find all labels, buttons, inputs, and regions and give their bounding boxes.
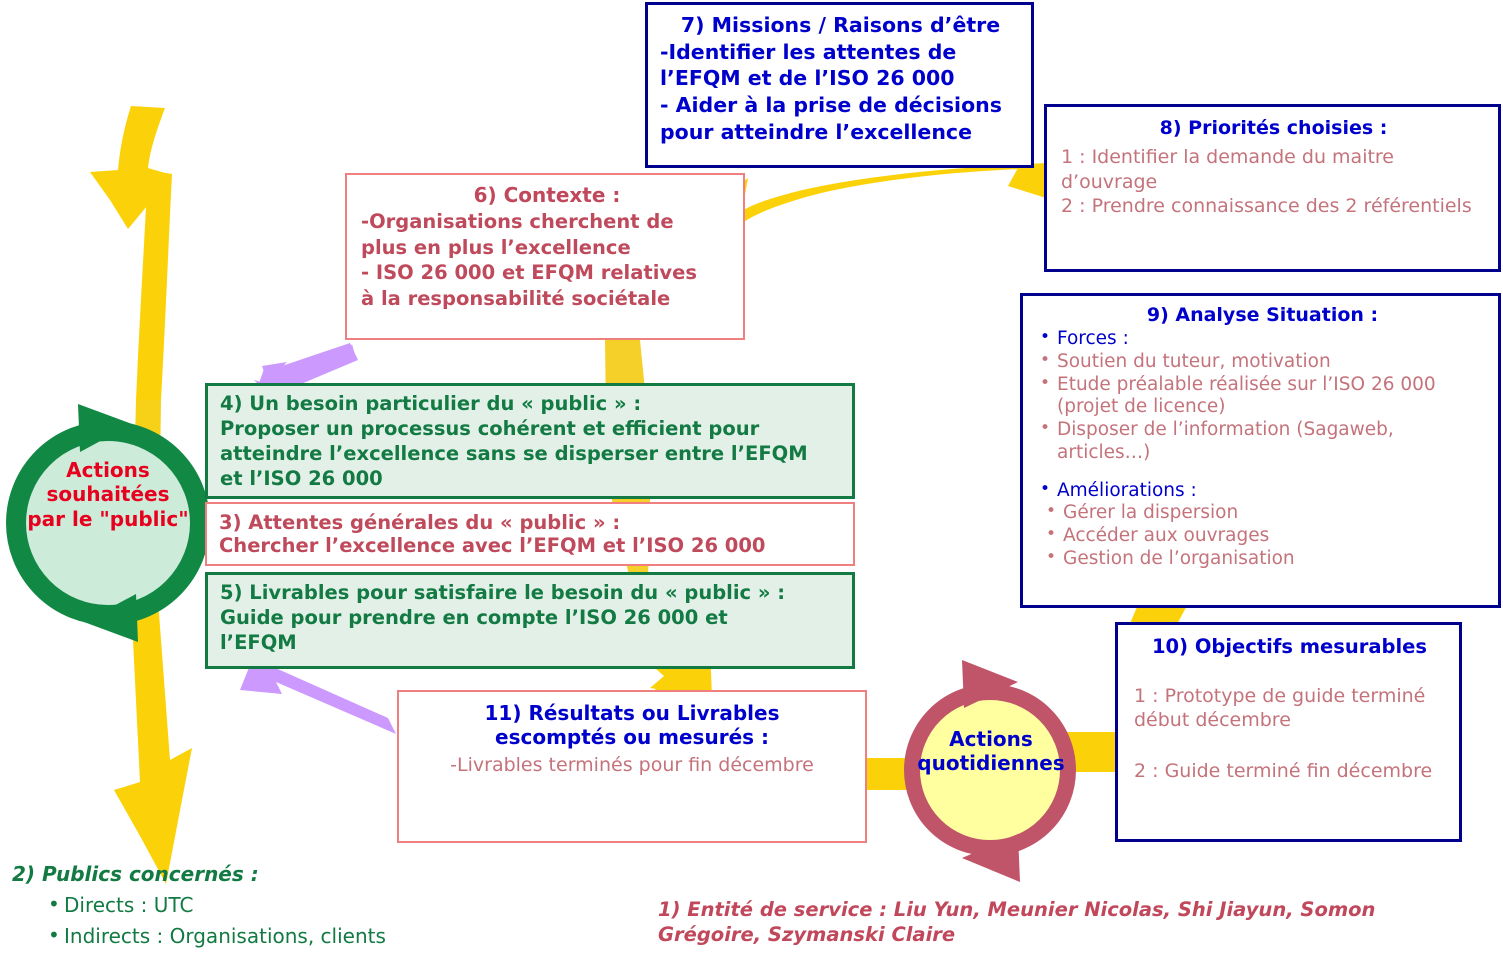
box-7-line-2: l’EFQM et de l’ISO 26 000 — [660, 66, 955, 91]
box-10-objectifs-mesurables: 10) Objectifs mesurables 1 : Prototype d… — [1115, 622, 1462, 842]
box-3-line-2: Chercher l’excellence avec l’EFQM et l’I… — [219, 534, 766, 558]
block-1-entite-de-service: 1) Entité de service : Liu Yun, Meunier … — [658, 897, 1498, 948]
circle-right-label: Actions quotidiennes — [910, 727, 1072, 776]
circle-right-arrowhead-bottom — [962, 834, 1020, 882]
box-7-missions: 7) Missions / Raisons d’être -Identifier… — [645, 2, 1034, 168]
block-1-line-1: 1) Entité de service : Liu Yun, Meunier … — [658, 898, 1376, 921]
box-11-title-line-2: escomptés ou mesurés : — [495, 724, 769, 749]
box-3-line-1: 3) Attentes générales du « public » : — [219, 511, 621, 534]
block-2-list: Directs : UTC Indirects : Organisations,… — [12, 889, 482, 952]
box-4-line-3: atteindre l’excellence sans se disperser… — [220, 441, 808, 465]
block-2-publics-concernes: 2) Publics concernés : Directs : UTC Ind… — [12, 862, 482, 952]
box-6-title: 6) Contexte : — [473, 183, 621, 207]
box-10-title: 10) Objectifs mesurables — [1151, 635, 1427, 658]
list-item: Forces : — [1037, 327, 1488, 351]
box-6-line-4: à la responsabilité sociétale — [361, 287, 671, 311]
box-3-attentes-generales: 3) Attentes générales du « public » : Ch… — [205, 502, 855, 566]
box-9-forces-list: Forces : Soutien du tuteur, motivation E… — [1037, 327, 1488, 465]
circle-left-arrowhead-top — [78, 404, 132, 452]
list-item: Disposer de l’information (Sagaweb, arti… — [1037, 418, 1488, 465]
box-8-title: 8) Priorités choisies : — [1159, 117, 1388, 139]
box-9-spacer — [1037, 465, 1488, 480]
box-10-gap-2 — [1134, 733, 1445, 759]
list-item: Améliorations : — [1037, 479, 1488, 503]
circle-right-line-1: Actions — [949, 727, 1033, 751]
box-5-line-1: 5) Livrables pour satisfaire le besoin d… — [220, 581, 786, 604]
circle-right-line-2: quotidiennes — [917, 751, 1065, 776]
yellow-arrow-down-left — [114, 600, 192, 884]
circle-left-line-3: par le "public" — [27, 506, 189, 531]
yellow-arrow-up-left — [90, 106, 172, 229]
block-1-line-2: Grégoire, Szymanski Claire — [658, 923, 956, 947]
box-7-line-1: -Identifier les attentes de — [660, 39, 957, 64]
box-7-line-4: pour atteindre l’excellence — [660, 119, 972, 144]
yellow-curved-arrow-top — [700, 163, 1047, 245]
circle-left-line-1: Actions — [66, 458, 150, 482]
block-2-title: 2) Publics concernés : — [12, 862, 259, 886]
box-8-item-1: 1 : Identifier la demande du maitre d’ou… — [1061, 146, 1395, 193]
box-6-contexte: 6) Contexte : -Organisations cherchent d… — [345, 173, 745, 340]
circle-left-line-2: souhaitées — [46, 482, 170, 507]
list-item: Soutien du tuteur, motivation — [1037, 350, 1488, 374]
box-5-livrables: 5) Livrables pour satisfaire le besoin d… — [205, 572, 855, 669]
box-7-title: 7) Missions / Raisons d’être — [680, 13, 1001, 37]
box-11-title-line-1: 11) Résultats ou Livrables — [484, 701, 780, 725]
box-8-item-2: 2 : Prendre connaissance des 2 référenti… — [1061, 195, 1472, 218]
box-11-resultats-livrables: 11) Résultats ou Livrables escomptés ou … — [397, 690, 867, 843]
box-4-line-4: et l’ISO 26 000 — [220, 466, 383, 490]
box-10-gap-1 — [1134, 658, 1445, 684]
circle-right-arrowhead-top — [962, 660, 1018, 708]
list-item: Gérer la dispersion — [1037, 501, 1488, 525]
box-4-line-1: 4) Un besoin particulier du « public » : — [220, 392, 642, 415]
list-item: Directs : UTC — [12, 889, 482, 921]
box-5-line-3: l’EFQM — [220, 630, 297, 654]
box-10-item-1: 1 : Prototype de guide terminé début déc… — [1134, 685, 1426, 732]
box-6-line-2: plus en plus l’excellence — [361, 235, 631, 259]
box-6-line-1: -Organisations cherchent de — [361, 209, 674, 233]
box-10-item-2: 2 : Guide terminé fin décembre — [1134, 759, 1433, 782]
list-item: Indirects : Organisations, clients — [12, 920, 482, 952]
circle-left-label: Actions souhaitées par le "public" — [18, 458, 198, 531]
box-4-besoin-particulier: 4) Un besoin particulier du « public » :… — [205, 383, 855, 499]
box-6-line-3: - ISO 26 000 et EFQM relatives — [361, 261, 697, 285]
box-8-priorites: 8) Priorités choisies : 1 : Identifier l… — [1044, 104, 1501, 272]
box-9-ameliorations-list: Améliorations : Gérer la dispersion Accé… — [1037, 479, 1488, 571]
list-item: Etude préalable réalisée sur l’ISO 26 00… — [1037, 373, 1488, 420]
box-9-analyse-situation: 9) Analyse Situation : Forces : Soutien … — [1020, 293, 1501, 608]
circle-left-arrowhead-bottom — [84, 594, 138, 642]
box-7-line-3: - Aider à la prise de décisions — [660, 92, 1002, 117]
box-4-line-2: Proposer un processus cohérent et effici… — [220, 416, 760, 440]
box-5-line-2: Guide pour prendre en compte l’ISO 26 00… — [220, 605, 728, 629]
yellow-arrow-up-left-shaft — [136, 170, 172, 400]
yellow-tab-box8 — [1008, 168, 1046, 198]
list-item: Accéder aux ouvrages — [1037, 524, 1488, 548]
box-9-title: 9) Analyse Situation : — [1146, 304, 1379, 326]
box-11-body: -Livrables terminés pour fin décembre — [450, 754, 814, 777]
list-item: Gestion de l’organisation — [1037, 547, 1488, 571]
